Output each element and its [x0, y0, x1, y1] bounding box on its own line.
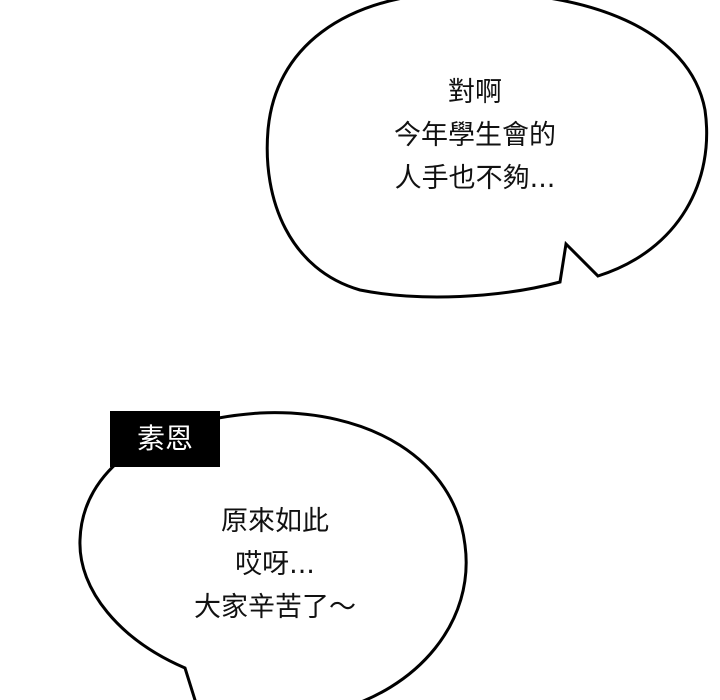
speech-bubble-top	[265, 0, 709, 299]
speech-line: 人手也不夠...	[394, 163, 556, 194]
speech-line: 大家辛苦了～	[194, 592, 356, 623]
speech-text-bottom: 原來如此 哎呀... 大家辛苦了～	[145, 500, 405, 629]
speech-line: 哎呀...	[235, 549, 315, 580]
speech-line: 對啊	[448, 77, 502, 108]
speech-text-top: 對啊 今年學生會的 人手也不夠...	[345, 71, 605, 200]
speech-line: 原來如此	[221, 506, 329, 537]
speech-line: 今年學生會的	[394, 120, 556, 151]
speaker-name-label: 素恩	[110, 411, 220, 467]
speech-bubble-bottom	[78, 411, 468, 700]
